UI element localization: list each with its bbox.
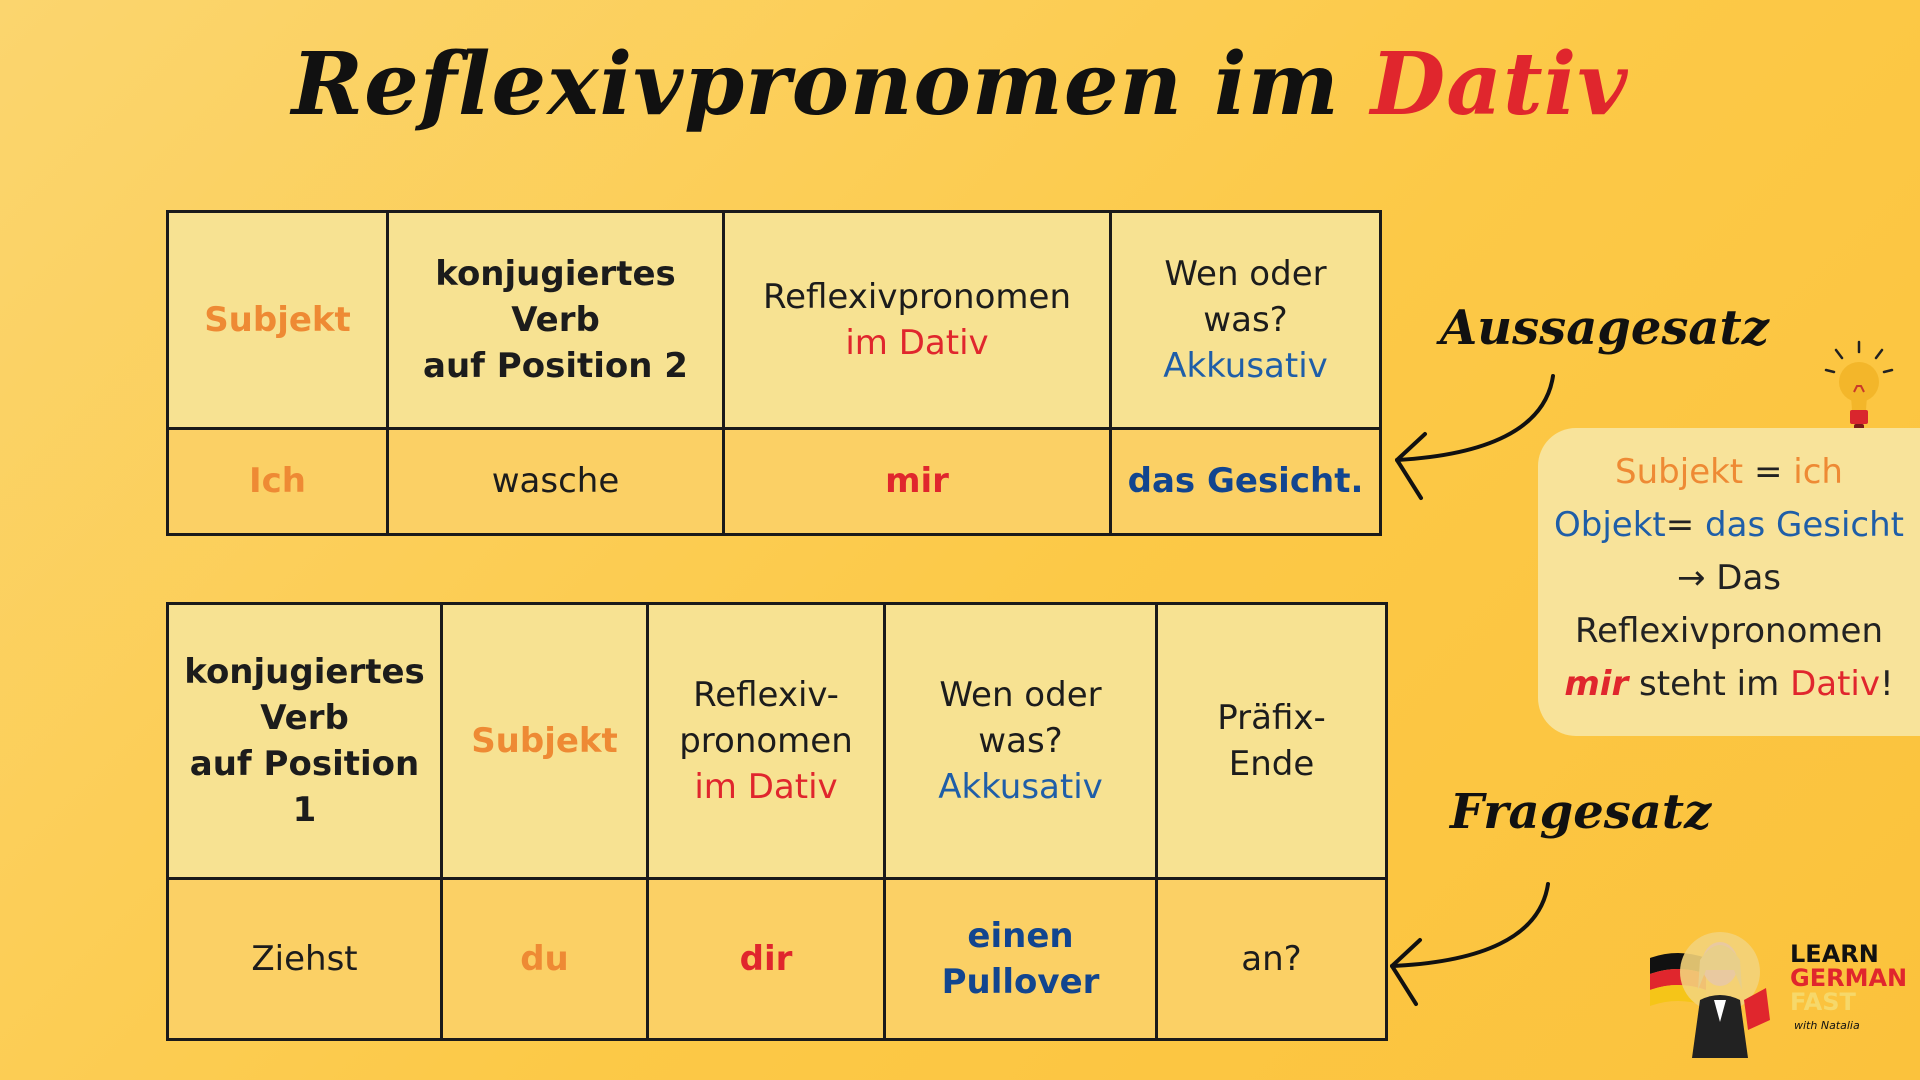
cell-verb: wasche xyxy=(386,427,725,536)
cell-subjekt: Ich xyxy=(166,427,389,536)
text-line: Reflexivpronomen xyxy=(763,276,1071,317)
cell-verb: Ziehst xyxy=(166,877,443,1041)
text-line: Pullover xyxy=(941,962,1100,1002)
text-line: konjugiertes xyxy=(435,253,676,294)
logo-line-learn: LEARN xyxy=(1790,940,1879,968)
title-accent: Dativ xyxy=(1370,34,1629,135)
text-line: Dativ xyxy=(1790,664,1880,704)
cell-pronoun: dir xyxy=(646,877,886,1041)
fragesatz-label: Fragesatz xyxy=(1450,784,1712,840)
text-line: einen xyxy=(967,915,1074,956)
lightbulb-icon xyxy=(1824,340,1894,430)
text-line: = xyxy=(1665,505,1706,545)
german-flag-icon xyxy=(1650,932,1770,1058)
text-line: steht im xyxy=(1628,664,1791,704)
text-line: Subjekt xyxy=(471,720,618,761)
header-cell-reflexivpronomen: Reflexivpronomen im Dativ xyxy=(722,210,1112,430)
text-line: Akkusativ xyxy=(1163,346,1328,387)
header-cell-subjekt: Subjekt xyxy=(440,602,649,880)
text-line: 1 xyxy=(292,790,317,831)
text-line: → Das xyxy=(1676,558,1782,598)
text-line: das Gesicht xyxy=(1705,505,1904,545)
text-line: Objekt xyxy=(1554,505,1666,545)
logo-line-german: GERMAN xyxy=(1790,964,1908,992)
text-line: auf Position xyxy=(189,744,420,784)
text-line: Verb xyxy=(511,299,600,340)
text-line: Subjekt xyxy=(204,299,351,340)
header-cell-reflexivpronomen: Reflexiv-pronomen im Dativ xyxy=(646,602,886,880)
page-title: Reflexivpronomen im Dativ xyxy=(0,34,1920,135)
text-line: Akkusativ xyxy=(938,767,1103,808)
header-cell-praefix: Präfix- Ende xyxy=(1155,602,1388,880)
header-cell-akkusativ: Wen oder was? Akkusativ xyxy=(1109,210,1382,430)
title-main: Reflexivpronomen im xyxy=(291,34,1340,135)
aussagesatz-label: Aussagesatz xyxy=(1440,300,1769,356)
text-line: Reflexiv- xyxy=(693,674,839,715)
text-line: konjugiertes xyxy=(184,651,425,692)
cell-subjekt: du xyxy=(440,877,649,1041)
curved-arrow-icon xyxy=(1395,374,1555,500)
header-cell-akkusativ: Wen oder was? Akkusativ xyxy=(883,602,1158,880)
text-line: Präfix- xyxy=(1217,697,1326,738)
text-line: was? xyxy=(978,720,1063,761)
explanation-note: Subjekt = ich Objekt= das Gesicht → Das … xyxy=(1538,428,1920,736)
text-line: auf Position 2 xyxy=(423,346,688,387)
text-line: im Dativ xyxy=(845,323,989,363)
brand-logo: LEARN GERMAN FAST with Natalia xyxy=(1648,930,1920,1060)
cell-pronoun: mir xyxy=(722,427,1112,536)
text-line: Wen oder xyxy=(1164,253,1327,294)
text-line: ! xyxy=(1879,664,1894,704)
text-line: pronomen xyxy=(679,720,853,761)
text-line: Verb xyxy=(260,697,349,738)
text-line: mir xyxy=(1564,664,1629,704)
header-cell-subjekt: Subjekt xyxy=(166,210,389,430)
text-line: Reflexivpronomen xyxy=(1575,611,1883,651)
logo-line-fast: FAST xyxy=(1790,988,1856,1016)
cell-praefix: an? xyxy=(1155,877,1388,1041)
logo-line-with: with Natalia xyxy=(1794,1019,1860,1032)
text-line: Ende xyxy=(1228,744,1315,784)
text-line: was? xyxy=(1203,299,1288,340)
text-line: Wen oder xyxy=(939,674,1102,715)
text-line: Subjekt xyxy=(1615,452,1744,492)
cell-object: das Gesicht. xyxy=(1109,427,1382,536)
curved-arrow-icon xyxy=(1390,882,1550,1006)
text-line: = xyxy=(1743,452,1794,492)
text-line: im Dativ xyxy=(694,767,838,808)
table-row: Ich wasche mir das Gesicht. xyxy=(166,427,1382,536)
text-line: ich xyxy=(1793,452,1843,492)
